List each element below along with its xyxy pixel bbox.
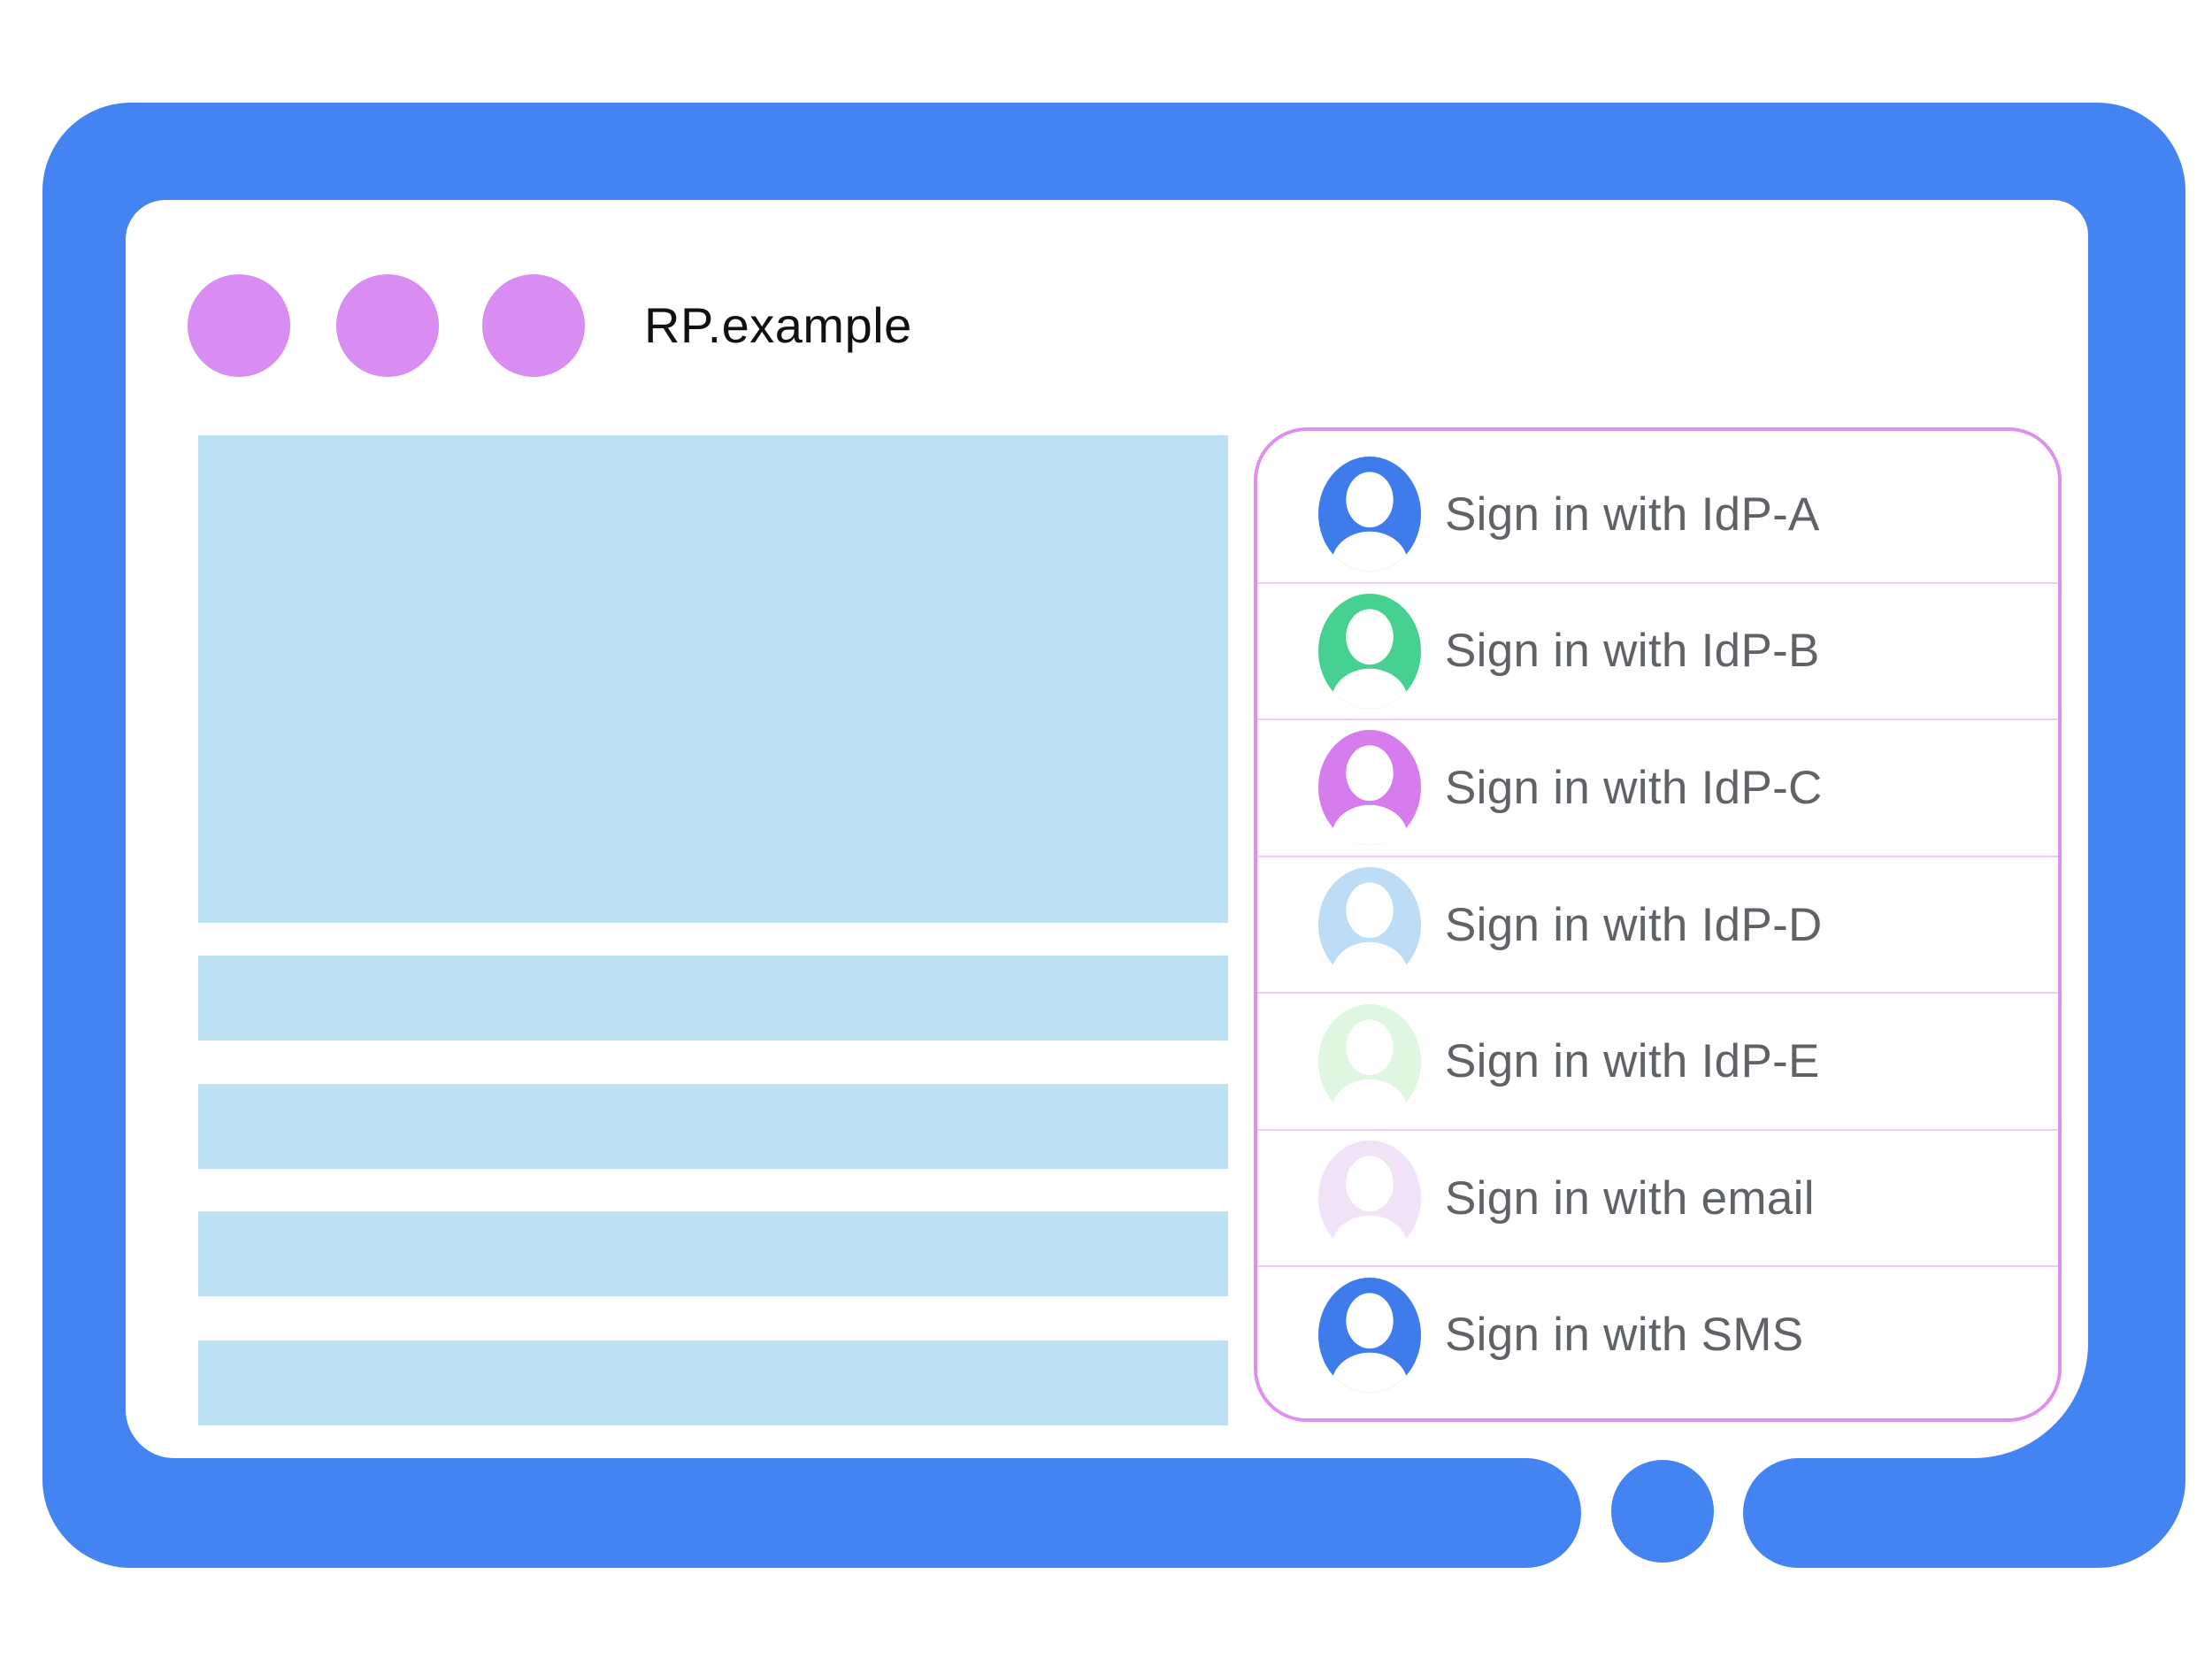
- signin-option-label: Sign in with IdP-B: [1445, 625, 1820, 678]
- signin-option-label: Sign in with IdP-C: [1445, 761, 1823, 814]
- signin-option-label: Sign in with email: [1445, 1171, 1815, 1225]
- window-control-dot[interactable]: [336, 274, 439, 377]
- window-control-dot[interactable]: [188, 274, 290, 377]
- content-placeholder-bar: [198, 1211, 1228, 1296]
- window-control-dot[interactable]: [482, 274, 585, 377]
- page-title: RP.example: [644, 297, 912, 353]
- signin-option-label: Sign in with IdP-A: [1445, 488, 1820, 541]
- signin-option-email[interactable]: Sign in with email: [1257, 1128, 2058, 1266]
- signin-option-label: Sign in with SMS: [1445, 1309, 1804, 1362]
- signin-option-idp-b[interactable]: Sign in with IdP-B: [1257, 581, 2058, 719]
- user-avatar-person-icon: [1317, 730, 1422, 846]
- signin-option-idp-d[interactable]: Sign in with IdP-D: [1257, 855, 2058, 993]
- content-placeholder-bar: [198, 1340, 1228, 1425]
- user-avatar-person-icon: [1317, 1141, 1422, 1256]
- content-placeholder-bar: [198, 956, 1228, 1041]
- user-avatar-person-icon: [1317, 1003, 1422, 1119]
- content-placeholder-bar: [198, 1084, 1228, 1169]
- user-avatar-person-icon: [1317, 457, 1422, 572]
- signin-option-idp-e[interactable]: Sign in with IdP-E: [1257, 992, 2058, 1129]
- user-avatar-person-icon: [1317, 867, 1422, 983]
- user-avatar-person-icon: [1317, 593, 1422, 709]
- signin-option-idp-a[interactable]: Sign in with IdP-A: [1257, 447, 2058, 582]
- signin-option-label: Sign in with IdP-E: [1445, 1035, 1820, 1088]
- signin-panel: Sign in with IdP-A Sign in with IdP-B Sign…: [1254, 427, 2062, 1422]
- signin-option-idp-c[interactable]: Sign in with IdP-C: [1257, 718, 2058, 856]
- signin-option-sms[interactable]: Sign in with SMS: [1257, 1265, 2058, 1402]
- signin-option-label: Sign in with IdP-D: [1445, 898, 1823, 951]
- user-avatar-person-icon: [1317, 1277, 1422, 1393]
- home-button[interactable]: [1611, 1460, 1714, 1563]
- content-placeholder-hero: [198, 435, 1228, 923]
